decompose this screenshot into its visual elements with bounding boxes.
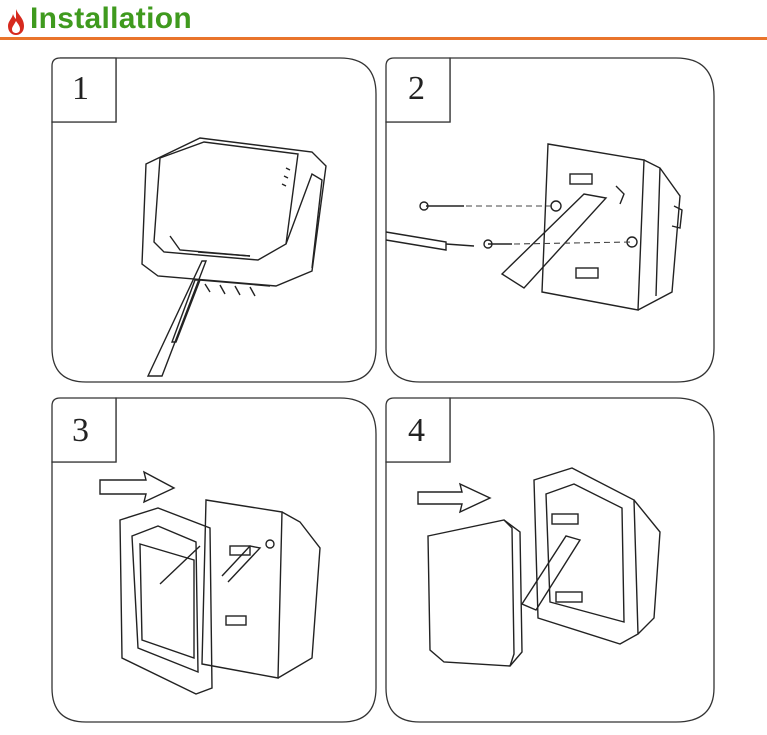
step-panel-4: 4 [384, 396, 716, 724]
step-panel-1: 1 [50, 56, 378, 384]
step-4-illustration [385, 397, 715, 723]
step-panel-3: 3 [50, 396, 378, 724]
flame-icon [8, 9, 24, 35]
header: Installation [0, 0, 767, 42]
step-1-illustration [51, 57, 377, 383]
header-divider [0, 37, 767, 40]
step-number: 1 [72, 70, 89, 107]
step-3-illustration [51, 397, 377, 723]
step-2-illustration [385, 57, 715, 383]
step-number: 4 [408, 412, 425, 449]
step-panel-2: 2 [384, 56, 716, 384]
step-number: 3 [72, 412, 89, 449]
step-number: 2 [408, 70, 425, 107]
page-title: Installation [30, 2, 192, 35]
